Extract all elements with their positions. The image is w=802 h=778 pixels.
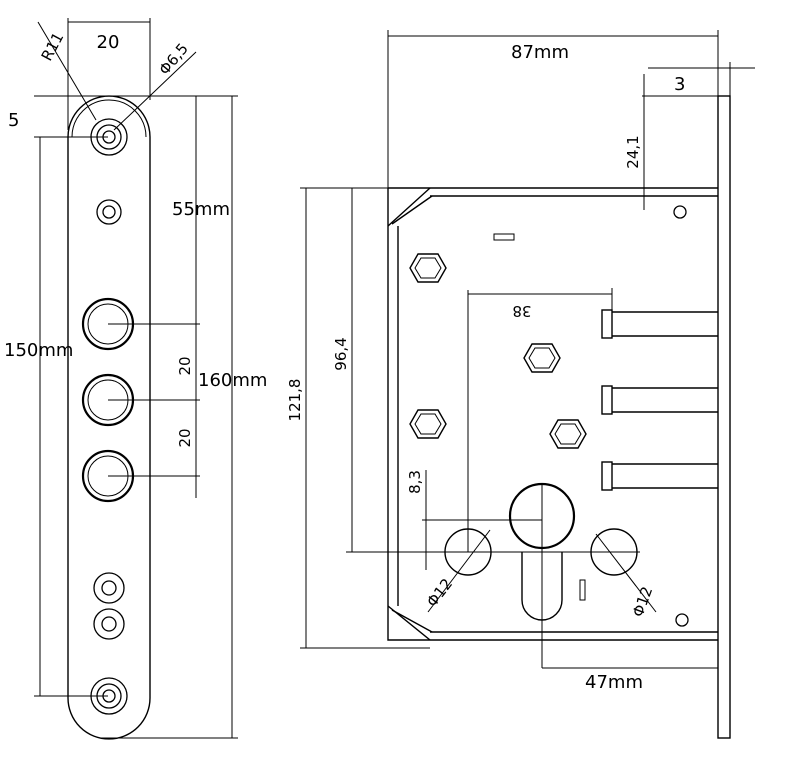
dim-left-hole: Φ12 bbox=[423, 575, 456, 610]
screw-bottom-right bbox=[675, 613, 689, 627]
hex-nut-4 bbox=[549, 419, 587, 449]
strike-plate-outline bbox=[67, 95, 151, 740]
dim-bolt-offset: 38 bbox=[512, 302, 531, 320]
bolt-2 bbox=[601, 385, 718, 415]
dim-total-width: 87mm bbox=[511, 42, 569, 63]
hex-nut-2 bbox=[523, 343, 561, 373]
cylinder-cutout bbox=[508, 482, 576, 668]
dim-spindle-height: 96,4 bbox=[332, 337, 350, 370]
dim-right-hole: Φ12 bbox=[629, 584, 656, 619]
top-mount-hole bbox=[90, 118, 128, 156]
latch-hole bbox=[93, 572, 125, 640]
dim-length-total: 160mm bbox=[198, 370, 267, 391]
bolt-1 bbox=[601, 309, 718, 339]
dim-hole-spacing-top: 55mm bbox=[172, 199, 230, 220]
bolt-3 bbox=[601, 461, 718, 491]
dim-backset: 47mm bbox=[585, 672, 643, 693]
dim-radius: R11 bbox=[38, 29, 68, 64]
dim-pitch-1: 20 bbox=[176, 356, 194, 375]
dim-hole-diameter: Φ6,5 bbox=[155, 40, 192, 79]
strike-plate-inner-edge bbox=[71, 99, 147, 138]
dim-top-offset: 24,1 bbox=[624, 135, 642, 168]
dim-pitch-2: 20 bbox=[176, 428, 194, 447]
dim-cylinder-offset: 8,3 bbox=[406, 470, 424, 494]
dim-body-height: 121,8 bbox=[286, 379, 304, 422]
dim-edge-offset: 5 bbox=[8, 110, 19, 131]
hex-nut-1 bbox=[409, 253, 447, 283]
hex-nut-3 bbox=[409, 409, 447, 439]
strike-plate-view: 20 R11 Φ6,5 5 150mm 55mm 20 20 160mm bbox=[4, 18, 267, 740]
lock-faceplate bbox=[717, 95, 731, 739]
lock-case-outline bbox=[387, 187, 718, 641]
dim-faceplate-thickness: 3 bbox=[674, 74, 685, 95]
dim-length-inner: 150mm bbox=[4, 340, 73, 361]
small-hole-upper bbox=[96, 199, 122, 225]
dim-plate-width: 20 bbox=[97, 32, 120, 53]
lock-body-view: 87mm 3 24,1 121,8 96,4 38 8,3 Φ12 Φ12 bbox=[286, 30, 755, 739]
screw-top-right bbox=[673, 205, 687, 219]
